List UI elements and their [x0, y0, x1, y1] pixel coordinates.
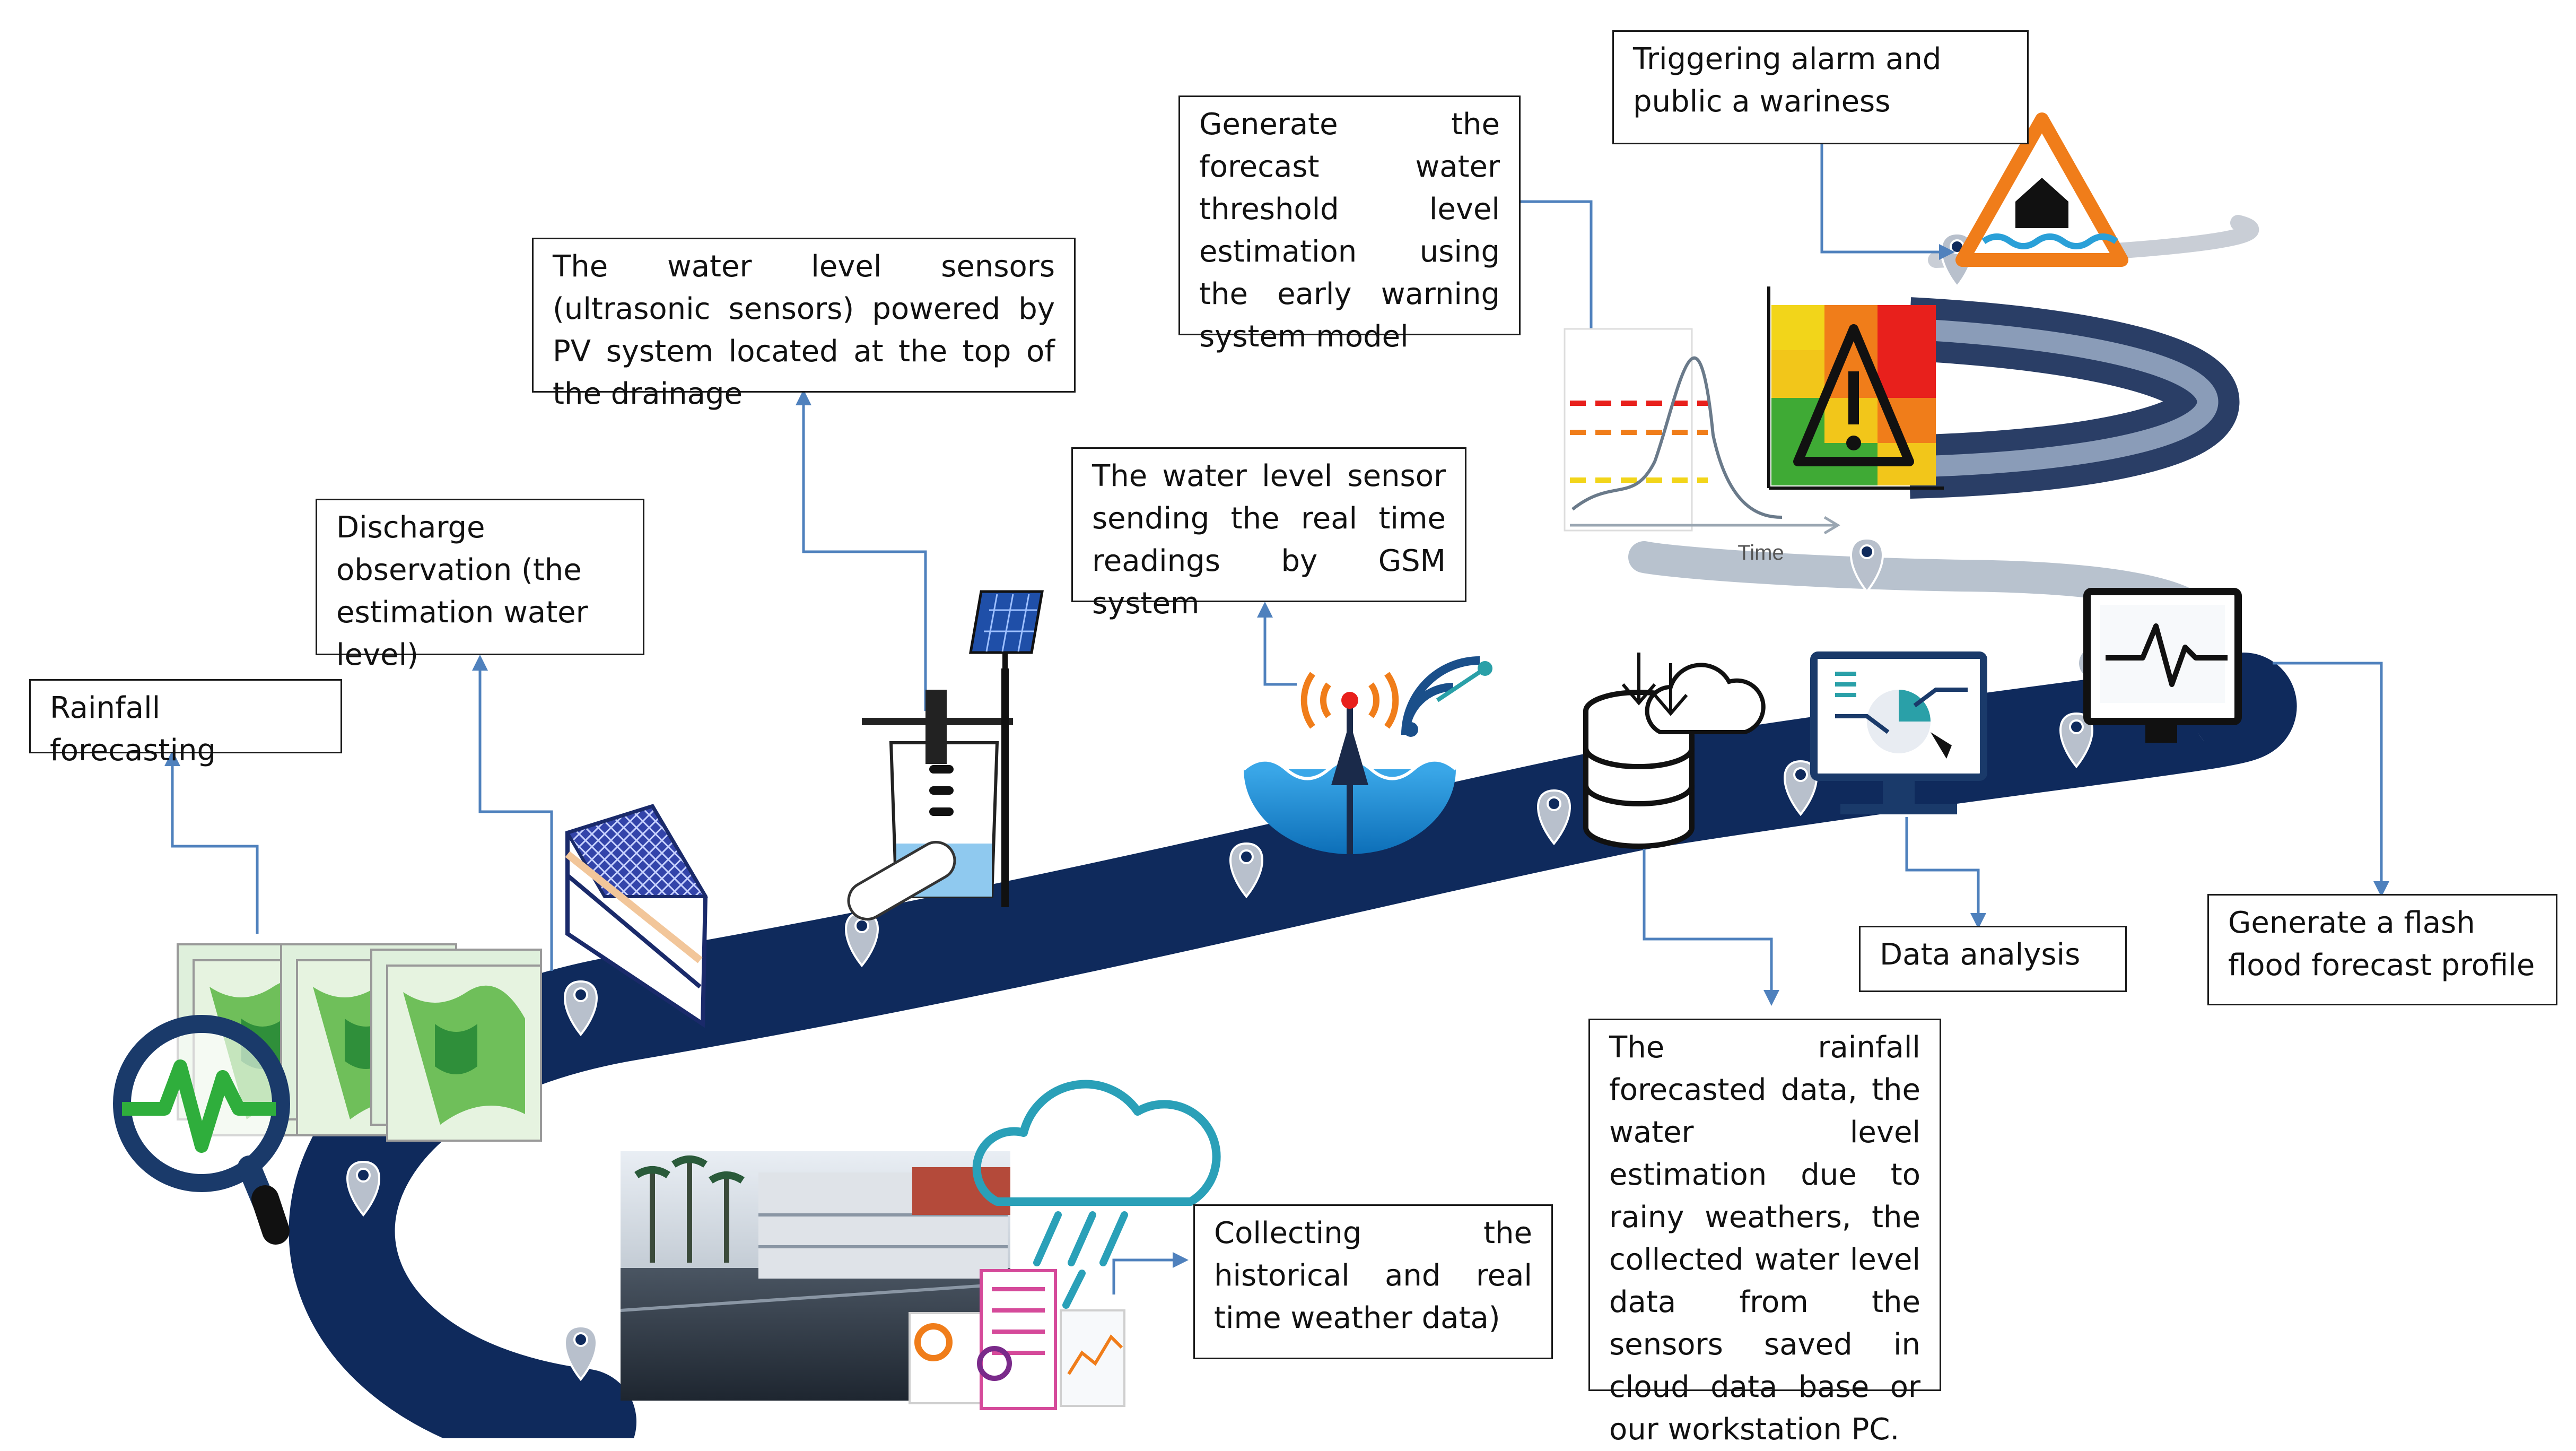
- flood-warning-sign-icon: [1955, 112, 2128, 267]
- magnifier-icon: [113, 1015, 290, 1245]
- map-pins: [346, 232, 2093, 1382]
- label-data-storage-text: The rainfall forecasted data, the water …: [1609, 1030, 1920, 1447]
- analysis-monitor-icon: [1810, 651, 1987, 814]
- label-gsm-sending: The water level sensor sending the real …: [1071, 447, 1466, 621]
- connector-profile: [2273, 662, 2389, 897]
- connector-weather: [1112, 1252, 1189, 1294]
- label-collecting-weather-text: Collecting the historical and real time …: [1214, 1216, 1532, 1335]
- connector-sensors: [796, 389, 927, 711]
- connector-discharge: [472, 655, 553, 971]
- ecg-monitor-icon: [2083, 588, 2242, 743]
- label-flash-flood-profile-text: Generate a flash flood forecast profile: [2228, 906, 2535, 983]
- label-water-level-sensors-text: The water level sensors (ultrasonic sens…: [553, 249, 1055, 411]
- connector-gsm: [1257, 602, 1297, 686]
- label-discharge-observation-text: Discharge observation (the estimation wa…: [336, 510, 588, 672]
- label-water-level-sensors: The water level sensors (ultrasonic sens…: [532, 238, 1076, 411]
- label-data-storage: The rainfall forecasted data, the water …: [1588, 1019, 1941, 1447]
- label-threshold-estimation-text: Generate the forecast water threshold le…: [1199, 107, 1500, 354]
- map-pin-icon: [1537, 789, 1571, 846]
- ultrasonic-sensor-icon: [847, 668, 1013, 920]
- rain-cloud-icon: [972, 1080, 1221, 1309]
- map-pin-icon: [2059, 712, 2093, 769]
- map-pin-icon: [1850, 537, 1884, 594]
- label-alarm: Triggering alarm and public a wariness: [1612, 30, 2029, 144]
- drainage-cross-section-icon: [565, 804, 709, 1028]
- label-alarm-text: Triggering alarm and public a wariness: [1633, 42, 1942, 119]
- label-rainfall-forecasting-text: Rainfall forecasting: [50, 691, 216, 768]
- wifi-signal-icon: [1401, 656, 1492, 737]
- map-pin-icon: [1784, 760, 1818, 816]
- connector-storage: [1643, 838, 1779, 1006]
- map-pin-icon: [564, 980, 598, 1037]
- map-pin-icon: [564, 1325, 598, 1382]
- map-pin-icon: [1229, 842, 1263, 899]
- gsm-antenna-icon: [1243, 672, 1457, 854]
- solar-panel-icon: [969, 590, 1044, 674]
- label-discharge-observation: Discharge observation (the estimation wa…: [316, 499, 644, 672]
- connector-rainfall: [164, 750, 259, 934]
- report-documents-icon: [909, 1269, 1125, 1410]
- hydrograph-chart: Time: [1564, 328, 1840, 564]
- label-threshold-estimation: Generate the forecast water threshold le…: [1178, 95, 1521, 354]
- label-data-analysis-text: Data analysis: [1880, 937, 2081, 972]
- map-pin-icon: [346, 1160, 380, 1217]
- label-data-analysis: Data analysis: [1859, 926, 2127, 992]
- label-rainfall-forecasting: Rainfall forecasting: [29, 679, 342, 768]
- label-flash-flood-profile: Generate a flash flood forecast profile: [2207, 894, 2557, 1005]
- label-gsm-sending-text: The water level sensor sending the real …: [1092, 459, 1446, 621]
- connector-analysis: [1905, 817, 1986, 929]
- connector-alarm: [1820, 143, 1955, 260]
- cloud-icon: [1621, 653, 1766, 734]
- label-collecting-weather: Collecting the historical and real time …: [1193, 1204, 1553, 1359]
- risk-matrix-icon: [1767, 286, 1944, 490]
- connectors: [164, 143, 2389, 1294]
- hydrograph-x-axis-label: Time: [1737, 541, 1784, 564]
